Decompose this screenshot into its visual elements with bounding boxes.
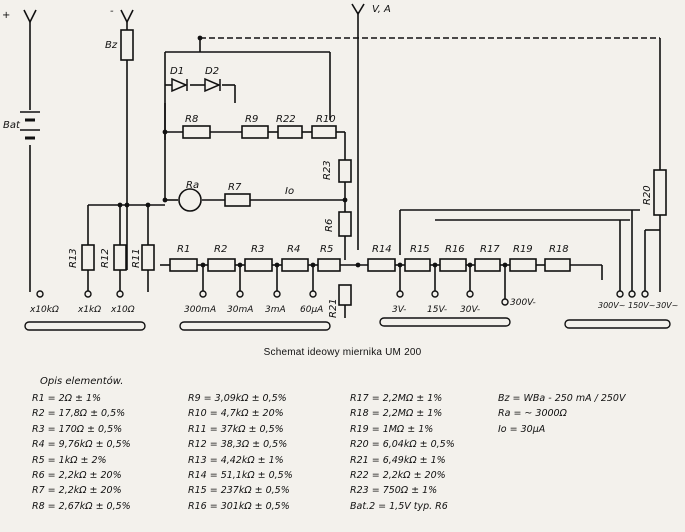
component-r8: R8 = 2,67kΩ ± 0,5% bbox=[32, 500, 131, 512]
label-d2: D2 bbox=[205, 66, 219, 77]
component-r1: R1 = 2Ω ± 1% bbox=[32, 393, 102, 404]
label-bz: Bz bbox=[105, 40, 118, 51]
range-300v: 300V- bbox=[510, 298, 536, 308]
label-r2: R2 bbox=[214, 244, 227, 255]
label-r22: R22 bbox=[276, 114, 296, 125]
component-io: Io = 30μA bbox=[498, 423, 546, 435]
components-column-4: Bz = WBa - 250 mA / 250V Ra = ~ 3000Ω Io… bbox=[498, 391, 625, 437]
component-battery: Bat.2 = 1,5V typ. R6 bbox=[350, 500, 448, 512]
range-300ma: 300mA bbox=[184, 305, 216, 315]
component-r4: R4 = 9,76kΩ ± 0,5% bbox=[32, 439, 131, 451]
label-r21: R21 bbox=[328, 298, 339, 318]
component-r10: R10 = 4,7kΩ ± 20% bbox=[188, 408, 284, 420]
label-r3: R3 bbox=[251, 244, 264, 255]
component-r11: R11 = 37kΩ ± 0,5% bbox=[188, 423, 284, 435]
range-30vac: 30V~ bbox=[656, 301, 678, 310]
label-r10: R10 bbox=[316, 114, 336, 125]
component-r18: R18 = 2,2MΩ ± 1% bbox=[350, 408, 443, 420]
label-io: Io bbox=[285, 186, 294, 197]
component-r20: R20 = 6,04kΩ ± 0,5% bbox=[350, 439, 455, 451]
legend-title: Opis elementów. bbox=[40, 376, 124, 387]
component-r9: R9 = 3,09kΩ ± 0,5% bbox=[188, 393, 287, 404]
label-r19: R19 bbox=[513, 244, 533, 255]
label-r11: R11 bbox=[131, 248, 142, 268]
component-r5: R5 = 1kΩ ± 2% bbox=[32, 454, 107, 466]
range-15v: 15V- bbox=[427, 305, 447, 315]
range-30v: 30V- bbox=[460, 305, 480, 315]
component-r15: R15 = 237kΩ ± 0,5% bbox=[188, 485, 290, 497]
label-r12: R12 bbox=[100, 248, 111, 268]
terminal-minus-label: - bbox=[110, 6, 114, 17]
component-r13: R13 = 4,42kΩ ± 1% bbox=[188, 454, 284, 466]
diode-d1-icon bbox=[171, 77, 188, 93]
range-3v: 3V- bbox=[392, 305, 406, 315]
component-r2: R2 = 17,8Ω ± 0,5% bbox=[32, 408, 126, 420]
component-r14: R14 = 51,1kΩ ± 0,5% bbox=[188, 470, 293, 482]
schematic-diagram: + - V, A Bat Bz D1 D2 R8 R9 R22 R10 R23 … bbox=[2, 3, 678, 331]
range-x10k: x10kΩ bbox=[29, 305, 59, 315]
component-r23: R23 = 750Ω ± 1% bbox=[350, 485, 438, 497]
label-r23: R23 bbox=[322, 160, 333, 180]
component-r17: R17 = 2,2MΩ ± 1% bbox=[350, 393, 443, 404]
component-r16: R16 = 301kΩ ± 0,5% bbox=[188, 500, 290, 512]
components-column-2: R9 = 3,09kΩ ± 0,5% R10 = 4,7kΩ ± 20% R11… bbox=[188, 391, 293, 514]
component-r3: R3 = 170Ω ± 0,5% bbox=[32, 423, 123, 435]
terminal-va-label: V, A bbox=[372, 4, 391, 15]
label-r1: R1 bbox=[177, 244, 190, 255]
components-column-1: R1 = 2Ω ± 1% R2 = 17,8Ω ± 0,5% R3 = 170Ω… bbox=[32, 391, 131, 514]
range-x10: x10Ω bbox=[110, 305, 135, 315]
range-3ma: 3mA bbox=[265, 305, 286, 315]
components-column-3: R17 = 2,2MΩ ± 1% R18 = 2,2MΩ ± 1% R19 = … bbox=[350, 391, 455, 514]
range-60ua: 60μA bbox=[300, 305, 323, 315]
meter-ra-icon bbox=[178, 188, 202, 212]
component-r6: R6 = 2,2kΩ ± 20% bbox=[32, 470, 122, 482]
range-300vac: 300V~ bbox=[598, 301, 625, 310]
label-r9: R9 bbox=[245, 114, 258, 125]
component-r21: R21 = 6,49kΩ ± 1% bbox=[350, 454, 446, 466]
label-r13: R13 bbox=[68, 248, 79, 268]
component-r7: R7 = 2,2kΩ ± 20% bbox=[32, 485, 122, 497]
range-150vac: 150V~ bbox=[628, 301, 655, 310]
diode-d2-icon bbox=[204, 77, 221, 93]
terminal-minus-icon bbox=[120, 9, 134, 24]
label-r5: R5 bbox=[320, 244, 333, 255]
label-r16: R16 bbox=[445, 244, 465, 255]
range-30ma: 30mA bbox=[227, 305, 253, 315]
label-r17: R17 bbox=[480, 244, 500, 255]
diagram-caption: Schemat ideowy miernika UM 200 bbox=[263, 347, 422, 358]
component-r19: R19 = 1MΩ ± 1% bbox=[350, 423, 434, 435]
component-r22: R22 = 2,2kΩ ± 20% bbox=[350, 470, 446, 482]
label-r7: R7 bbox=[228, 182, 242, 193]
label-r18: R18 bbox=[549, 244, 569, 255]
label-r4: R4 bbox=[287, 244, 300, 255]
label-d1: D1 bbox=[170, 66, 184, 77]
terminal-plus-label: + bbox=[2, 10, 10, 21]
range-x1k: x1kΩ bbox=[77, 305, 101, 315]
label-ra: Ra bbox=[186, 180, 199, 191]
terminal-va-icon bbox=[351, 3, 365, 16]
battery-icon bbox=[20, 111, 40, 140]
label-r15: R15 bbox=[410, 244, 430, 255]
component-r12: R12 = 38,3Ω ± 0,5% bbox=[188, 439, 288, 451]
label-r20: R20 bbox=[642, 185, 653, 205]
battery-label: Bat bbox=[3, 120, 21, 131]
label-r14: R14 bbox=[372, 244, 392, 255]
label-r8: R8 bbox=[185, 114, 198, 125]
component-bz: Bz = WBa - 250 mA / 250V bbox=[498, 393, 626, 404]
label-r6: R6 bbox=[324, 219, 335, 232]
component-ra: Ra = ~ 3000Ω bbox=[498, 408, 567, 420]
terminal-plus-icon bbox=[23, 9, 37, 24]
